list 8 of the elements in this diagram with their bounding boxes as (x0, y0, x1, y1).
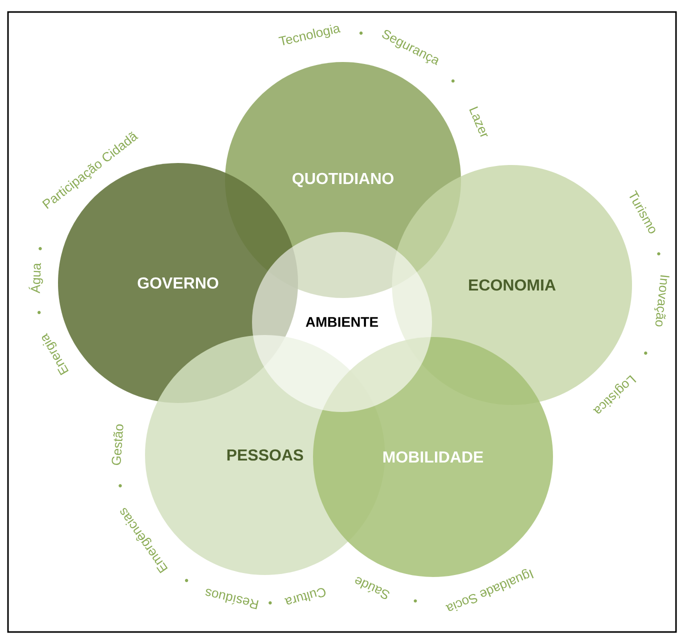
arc-label: Inovação (654, 275, 670, 326)
arc-label: Saúde (355, 577, 390, 599)
arc-label: Tecnologia (278, 24, 341, 46)
arc-label: Lazer (469, 106, 488, 137)
arc-label: Resíduos (205, 588, 258, 610)
arc-label: Cultura (284, 588, 326, 604)
arc-label: Água (28, 262, 43, 294)
arc-label: Gestão (112, 424, 124, 465)
